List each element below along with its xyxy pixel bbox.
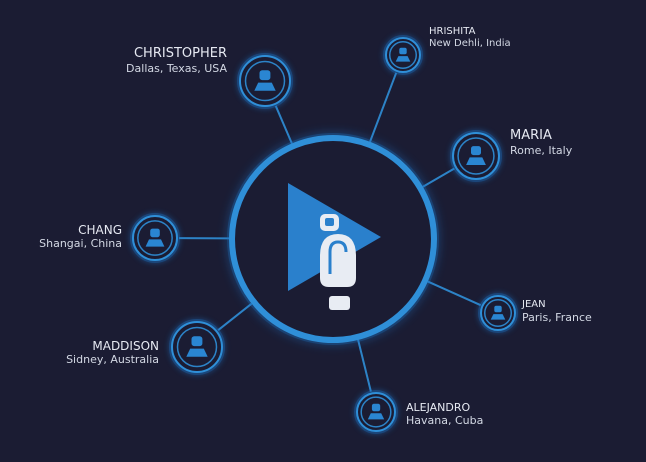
connector-line-maria [422,167,455,188]
user-icon [145,228,165,247]
person-location: Havana, Cuba [406,414,484,428]
connector-lines [178,72,482,392]
node-inner-ring [244,60,286,102]
person-name: MADDISON [92,339,159,353]
user-icon [395,47,411,62]
person-node-jean [478,293,518,333]
connector-line-alejandro [357,339,372,392]
node-outer-ring [239,55,291,107]
connector-line-jean [427,280,482,307]
user-icon [254,70,276,91]
label-hrishita: HRISHITA New Dehli, India [429,26,511,50]
connector-line-maddison [217,302,253,331]
person-node-hrishita [383,35,423,75]
node-inner-ring [457,137,495,175]
person-name: CHRISTOPHER [133,46,227,61]
label-christopher: CHRISTOPHER Dallas, Texas, USA [126,46,227,75]
person-nodes [130,35,518,434]
node-outer-ring [132,215,178,261]
node-inner-ring [360,396,392,428]
person-node-maria [450,130,502,182]
label-alejandro: ALEJANDRO Havana, Cuba [406,401,483,427]
person-location: Paris, France [522,311,592,324]
label-maria: MARIA Rome, Italy [510,128,572,157]
play-toilet-logo-icon [288,183,381,310]
person-location: Sidney, Australia [66,353,159,367]
node-outer-ring [385,37,421,73]
node-outer-ring [452,132,500,180]
label-chang: CHANG Shangai, China [39,223,122,251]
node-inner-ring [483,298,513,328]
user-icon [466,146,486,165]
person-name: CHANG [78,223,122,237]
person-name: JEAN [522,299,546,310]
person-name: MARIA [510,128,552,143]
person-node-alejandro [354,390,398,434]
person-node-christopher [237,53,293,109]
connector-line-christopher [274,105,293,144]
label-jean: JEAN Paris, France [522,299,592,324]
connector-line-hrishita [369,72,398,143]
user-icon [490,305,506,320]
person-location: Dallas, Texas, USA [126,61,227,75]
user-icon [186,336,208,357]
hub-circle [227,133,439,345]
person-name: HRISHITA [429,26,476,37]
person-node-chang [130,213,180,263]
person-location: Shangai, China [39,237,122,251]
node-inner-ring [137,220,173,256]
person-node-maddison [169,319,225,375]
person-name: ALEJANDRO [406,401,471,414]
user-icon [367,403,385,420]
node-outer-ring [356,392,396,432]
node-outer-ring [171,321,223,373]
node-outer-ring [480,295,516,331]
node-inner-ring [388,40,418,70]
node-inner-ring [176,326,218,368]
person-location: New Dehli, India [429,38,511,49]
person-location: Rome, Italy [510,143,573,157]
label-maddison: MADDISON Sidney, Australia [66,339,159,367]
